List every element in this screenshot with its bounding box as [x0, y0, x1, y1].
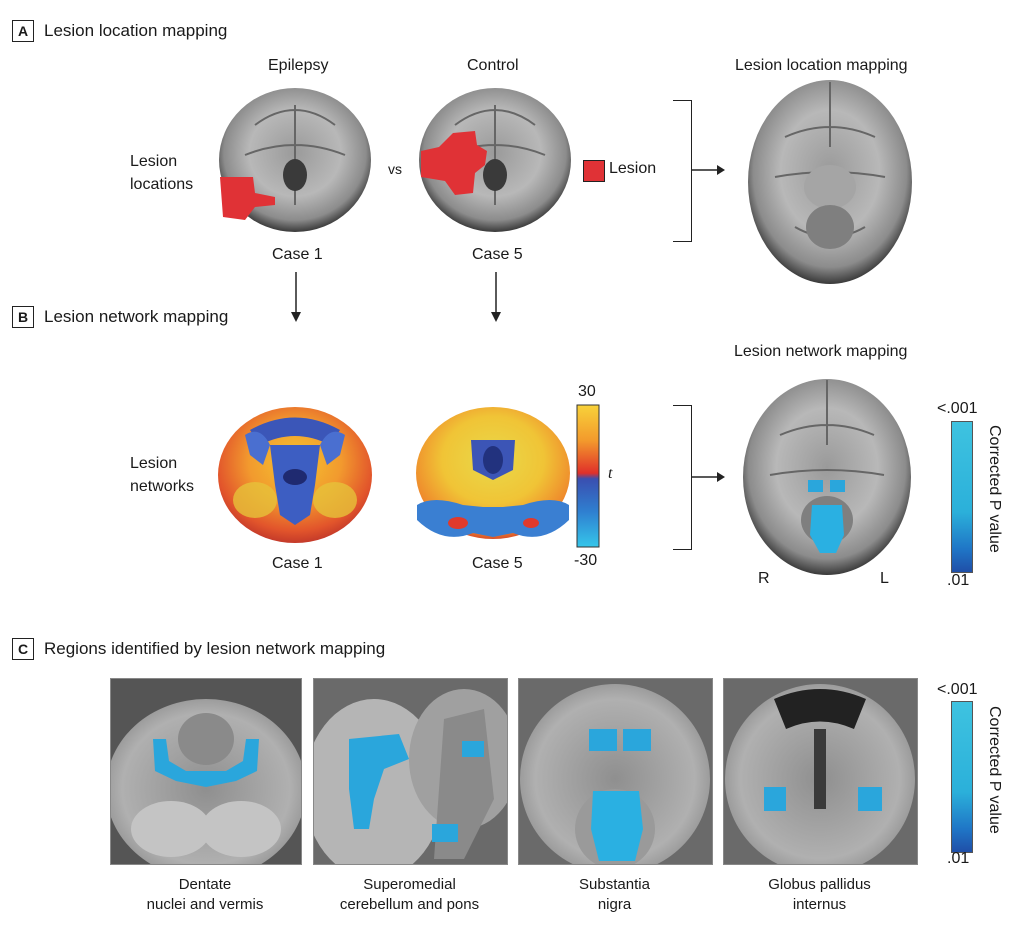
left-orientation-label: L [880, 570, 889, 587]
row-b-label-line2: networks [130, 478, 195, 495]
case5-coronal-lesion [419, 88, 571, 232]
panel-c-header: C Regions identified by lesion network m… [12, 638, 385, 660]
p-colorbar-b [951, 421, 973, 573]
p-colorbar-c [951, 701, 973, 853]
panel-b-header: B Lesion network mapping [12, 306, 228, 328]
row-a-label-line1: Lesion [130, 153, 178, 170]
panel-a-header: A Lesion location mapping [12, 20, 227, 42]
row-b-arrow [691, 472, 725, 482]
caption-cerebellum-line2: cerebellum and pons [339, 896, 480, 913]
row-a-label-line2: locations [130, 176, 194, 193]
t-scale-min: -30 [574, 552, 598, 569]
row-a-case5: Case 5 [472, 246, 523, 263]
panel-a-letter: A [12, 20, 34, 42]
case5-network-map [416, 407, 570, 539]
row-b-case1: Case 1 [272, 555, 323, 572]
row-a-case1: Case 1 [272, 246, 323, 263]
caption-dentate-line2: nuclei and vermis [146, 896, 264, 913]
caption-cerebellum-pons: Superomedial cerebellum and pons [313, 875, 506, 915]
panel-b-title: Lesion network mapping [44, 307, 229, 326]
thumb-substantia-nigra [518, 678, 713, 865]
caption-cerebellum-line1: Superomedial [363, 876, 456, 893]
case1-network-map [218, 407, 372, 543]
network-map-heading: Lesion network mapping [734, 343, 908, 360]
caption-substantia-nigra: Substantia nigra [518, 875, 711, 915]
t-colorbar [576, 404, 600, 548]
axial-network-map [743, 379, 911, 575]
case1-down-arrow [291, 272, 301, 322]
vs-label: vs [388, 161, 402, 177]
caption-globus-pallidus: Globus pallidus internus [723, 875, 916, 915]
p-bar-c-top: <.001 [937, 681, 978, 698]
lesion-legend-label: Lesion [609, 160, 657, 177]
caption-nigra-line2: nigra [597, 896, 632, 913]
thumb-dentate [110, 678, 302, 865]
t-scale-max: 30 [578, 383, 596, 400]
row-b-case5: Case 5 [472, 555, 523, 572]
p-bar-c-bottom: .01 [947, 850, 970, 867]
caption-pallidus-line2: internus [792, 896, 847, 913]
caption-dentate-line1: Dentate [178, 876, 232, 893]
caption-pallidus-line1: Globus pallidus [768, 876, 871, 893]
p-bar-b-bottom: .01 [947, 572, 970, 589]
caption-dentate: Dentate nuclei and vermis [110, 875, 300, 915]
col-control-heading: Control [467, 57, 519, 74]
panel-a-title: Lesion location mapping [44, 21, 228, 40]
row-b-bracket [673, 405, 692, 550]
lesion-legend-swatch [583, 160, 605, 182]
col-epilepsy-heading: Epilepsy [268, 57, 329, 74]
thumb-globus-pallidus [723, 678, 918, 865]
row-b-label-line1: Lesion [130, 455, 178, 472]
t-scale-label: t [608, 465, 613, 482]
row-a-bracket [673, 100, 692, 242]
axial-location-map [748, 80, 912, 284]
panel-c-title: Regions identified by lesion network map… [44, 639, 386, 658]
thumb-cerebellum-pons [313, 678, 508, 865]
row-a-arrow [691, 165, 725, 175]
case5-down-arrow [491, 272, 501, 322]
panel-c-letter: C [12, 638, 34, 660]
p-bar-b-axis-label: Corrected P value [986, 425, 1003, 553]
p-bar-c-axis-label: Corrected P value [986, 706, 1003, 834]
location-map-heading: Lesion location mapping [735, 57, 908, 74]
p-bar-b-top: <.001 [937, 400, 978, 417]
caption-nigra-line1: Substantia [579, 876, 650, 893]
right-orientation-label: R [758, 570, 770, 587]
case1-coronal-lesion [219, 88, 371, 232]
panel-b-letter: B [12, 306, 34, 328]
